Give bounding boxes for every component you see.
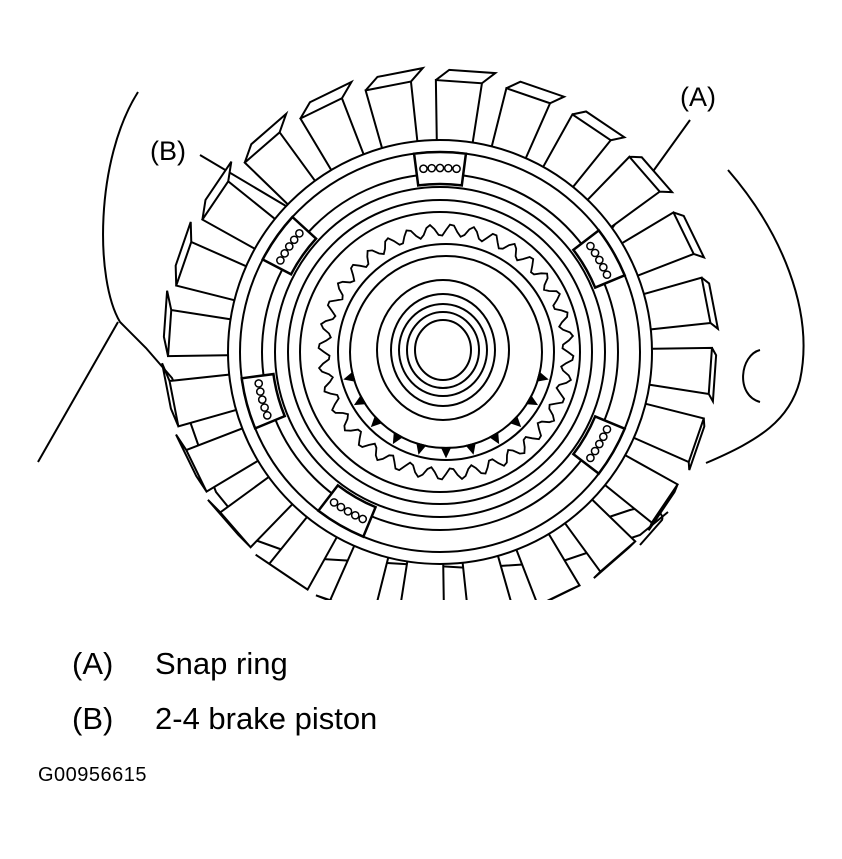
- snap-ring-tabs: [240, 150, 627, 539]
- sun-gear-teeth: [343, 371, 549, 459]
- spring-hole: [350, 510, 360, 520]
- spline-ring: [317, 223, 575, 481]
- callout-a: (A): [680, 82, 716, 112]
- spring-hole: [284, 242, 294, 251]
- spring-hole: [419, 164, 428, 174]
- outer-drum-ring: [227, 139, 653, 565]
- spring-hole: [435, 163, 445, 173]
- spline-ring-inner: [337, 243, 555, 461]
- clutch-tooth: [162, 290, 239, 358]
- spring-hole: [295, 228, 304, 238]
- spring-hole: [358, 514, 368, 524]
- spring-hole: [280, 248, 290, 258]
- clutch-tooth: [641, 346, 718, 405]
- gear-tooth: [440, 446, 452, 459]
- center-hub-bore: [414, 319, 472, 381]
- hub-ring-1: [287, 199, 593, 505]
- center-hub-ring-4: [406, 311, 480, 389]
- spring-hole: [329, 498, 339, 507]
- clutch-plate-teeth: [161, 66, 720, 600]
- legend-text: Snap ring: [155, 646, 288, 681]
- drum-outline-right: [705, 169, 805, 464]
- spring-hole: [598, 432, 608, 442]
- brake-assembly-diagram: [37, 66, 805, 600]
- gear-tooth: [343, 371, 356, 382]
- gear-tooth: [509, 415, 522, 428]
- spring-hole: [343, 506, 353, 516]
- gear-tooth: [488, 431, 500, 445]
- legend-item-snap-ring: (A) Snap ring: [72, 648, 288, 679]
- center-hub-ring-2: [390, 293, 496, 407]
- spring-hole: [598, 262, 608, 272]
- spring-hole: [586, 453, 595, 463]
- spring-hole: [590, 248, 600, 258]
- spring-hole: [602, 424, 612, 434]
- spring-hole: [260, 403, 269, 412]
- legend-text: 2-4 brake piston: [155, 701, 378, 736]
- spring-hole: [443, 163, 453, 173]
- gear-tooth: [525, 394, 539, 406]
- reference-line-left: [37, 321, 119, 463]
- spring-hole: [257, 395, 267, 404]
- gear-tooth: [370, 415, 383, 428]
- center-hub-ring-1: [376, 279, 510, 421]
- gear-tooth: [392, 431, 404, 445]
- gear-tooth: [465, 442, 476, 455]
- spring-hole: [336, 502, 346, 512]
- spring-hole: [452, 164, 461, 174]
- hub-ring-2: [299, 211, 581, 493]
- gear-tooth: [353, 394, 367, 406]
- legend-key: (B): [72, 701, 114, 736]
- center-hub-ring-3: [398, 303, 488, 397]
- callout-b: (B): [150, 136, 186, 166]
- spring-hole: [276, 256, 285, 265]
- spring-hole: [594, 439, 604, 449]
- spring-hole: [262, 411, 272, 420]
- spring-hole: [289, 235, 299, 245]
- gear-tooth: [416, 442, 427, 455]
- spring-hole: [427, 163, 437, 173]
- spring-hole: [590, 446, 600, 456]
- legend-key: (A): [72, 646, 114, 681]
- brake-piston-ring-inner: [274, 186, 606, 518]
- spring-hole: [255, 387, 265, 396]
- drum-side-notch: [742, 349, 761, 403]
- spring-hole: [594, 255, 604, 265]
- clutch-tooth: [434, 68, 499, 151]
- spring-hole: [586, 241, 595, 251]
- legend-item-brake-piston: (B) 2-4 brake piston: [72, 703, 377, 734]
- gear-tooth: [536, 371, 549, 382]
- spring-hole: [602, 270, 612, 280]
- figure-id: G00956615: [38, 764, 148, 786]
- spring-hole: [254, 379, 264, 388]
